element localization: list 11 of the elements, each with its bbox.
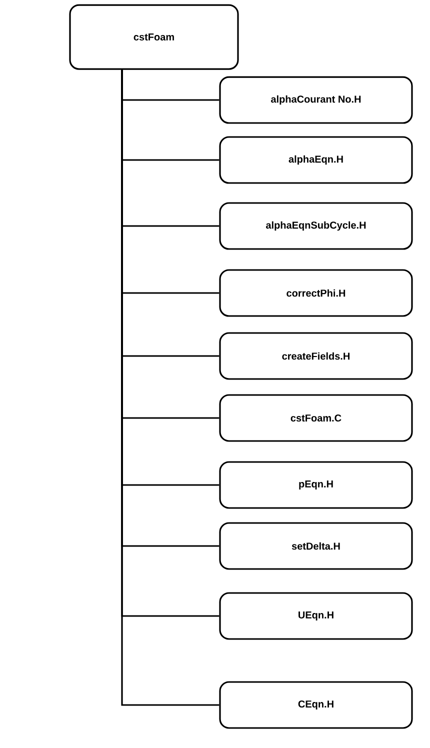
file-box: setDelta.H bbox=[219, 522, 413, 570]
file-box: correctPhi.H bbox=[219, 269, 413, 317]
file-box: CEqn.H bbox=[219, 681, 413, 729]
root-box: cstFoam bbox=[69, 4, 239, 70]
file-box: alphaCourant No.H bbox=[219, 76, 413, 124]
file-box: alphaEqnSubCycle.H bbox=[219, 202, 413, 250]
file-box: UEqn.H bbox=[219, 592, 413, 640]
file-box: cstFoam.C bbox=[219, 394, 413, 442]
file-box: alphaEqn.H bbox=[219, 136, 413, 184]
file-box: createFields.H bbox=[219, 332, 413, 380]
file-box: pEqn.H bbox=[219, 461, 413, 509]
